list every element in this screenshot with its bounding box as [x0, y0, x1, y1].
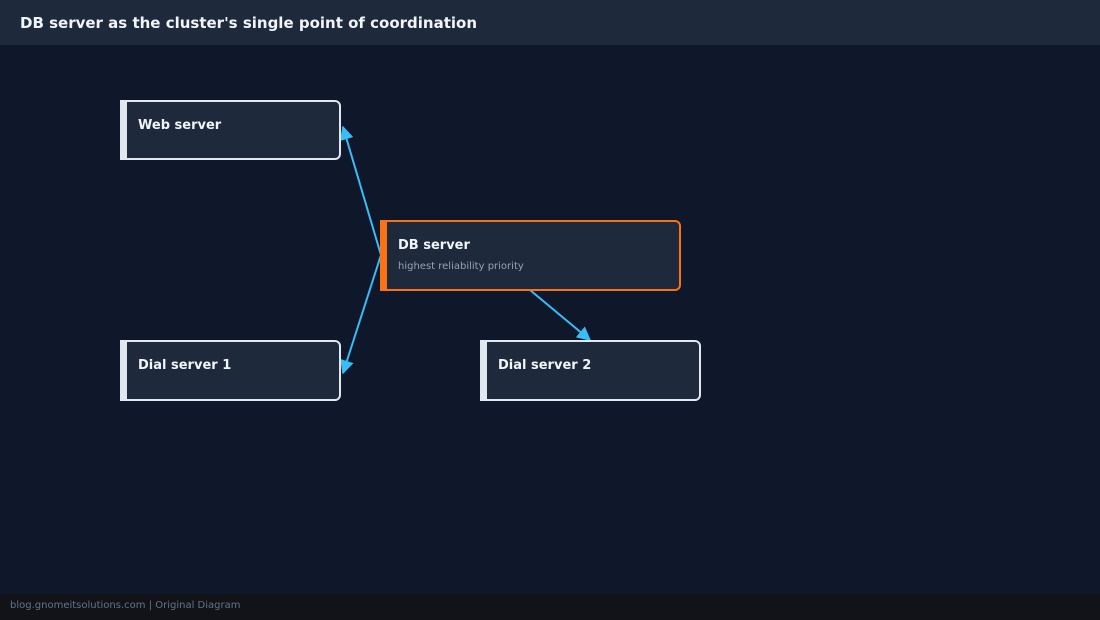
dial-server-2-node[interactable]: Dial server 2: [480, 340, 701, 401]
page-title: DB server as the cluster's single point …: [20, 14, 478, 32]
web-server-node[interactable]: Web server: [120, 100, 341, 160]
dial-server-2-label: Dial server 2: [498, 358, 592, 373]
footer-credit: blog.gnomeitsolutions.com | Original Dia…: [10, 600, 241, 611]
footer-bar: blog.gnomeitsolutions.com | Original Dia…: [0, 594, 1100, 620]
dial-server-1-node[interactable]: Dial server 1: [120, 340, 341, 401]
edge-db-to-dial1: [340, 254, 382, 375]
web-server-label: Web server: [138, 118, 222, 133]
db-server-subtitle: highest reliability priority: [398, 261, 524, 272]
edge-db-to-web: [339, 125, 382, 256]
db-server-node[interactable]: DB server highest reliability priority: [380, 220, 681, 291]
dial-server-1-label: Dial server 1: [138, 358, 232, 373]
title-bar: DB server as the cluster's single point …: [0, 0, 1100, 45]
edge-db-to-dial2: [529, 289, 592, 341]
db-server-label: DB server: [398, 238, 470, 253]
